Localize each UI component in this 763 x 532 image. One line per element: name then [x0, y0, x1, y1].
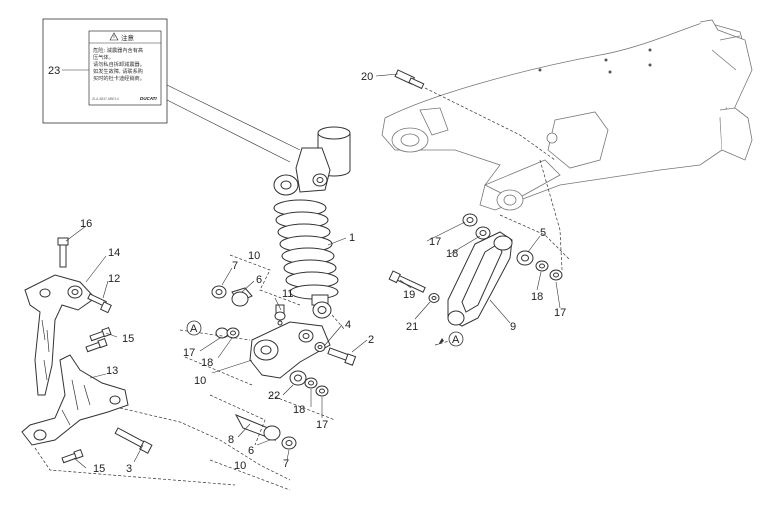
callout-1: 1	[349, 232, 355, 244]
rocker-linkage	[249, 320, 331, 379]
callout-18: 18	[446, 248, 458, 260]
callout-12: 12	[108, 273, 120, 285]
callout-18: 18	[201, 357, 213, 369]
callout-13: 13	[106, 365, 118, 377]
callout-18: 18	[531, 291, 543, 303]
warning-line: 如发生故障, 请联系购	[93, 67, 143, 75]
ref-marker-a-left: A	[186, 320, 202, 336]
callout-10: 10	[194, 375, 206, 387]
warning-label-sticker: 注意 危险: 減震器內含有高 压气体。 请勿私自拆卸減震器。 如发生故障, 请联…	[42, 18, 301, 163]
callout-17: 17	[429, 236, 441, 248]
callout-20: 20	[361, 71, 373, 83]
warning-line: 压气体。	[93, 53, 114, 61]
bushings-and-washers	[211, 285, 357, 450]
label-code: ZLA 4837-6BE14	[92, 97, 119, 101]
ref-letter: A	[452, 334, 460, 346]
ref-marker-a-right: A	[438, 331, 464, 347]
callout-3: 3	[126, 463, 132, 475]
warning-line: 买时的杜卡迪经销商。	[93, 74, 145, 82]
callout-9: 9	[510, 321, 516, 333]
left-brackets	[21, 237, 153, 464]
warning-title: 注意	[121, 33, 135, 42]
callout-22: 22	[268, 390, 280, 402]
callout-15: 15	[122, 333, 134, 345]
callout-17: 17	[316, 419, 328, 431]
callout-16: 16	[80, 218, 92, 230]
callout-14: 14	[108, 247, 120, 259]
callout-17: 17	[554, 307, 566, 319]
callout-6: 6	[256, 274, 262, 286]
callout-17: 17	[183, 347, 195, 359]
callout-4: 4	[345, 319, 351, 331]
ducati-logo: DUCATI	[140, 96, 157, 101]
callout-19: 19	[403, 289, 415, 301]
callout-10: 10	[234, 460, 246, 472]
callout-15: 15	[93, 463, 105, 475]
leader-lines	[65, 73, 561, 469]
shock-absorber	[273, 126, 351, 319]
callout-7: 7	[232, 260, 238, 272]
warning-line: 请勿私自拆卸減震器。	[93, 60, 145, 68]
callout-18: 18	[293, 404, 305, 416]
warning-triangle-icon	[109, 32, 119, 41]
callout-5: 5	[540, 227, 546, 239]
callout-2: 2	[368, 334, 374, 346]
dogbone-link	[388, 69, 563, 327]
callout-numbers: 1 2 3 4 5 6 6 7 7 8 9 10 10 10 11 12 13 …	[48, 65, 566, 475]
ref-letter: A	[190, 323, 198, 335]
swingarm-frame	[381, 19, 753, 211]
callout-11: 11	[282, 288, 293, 300]
callout-23: 23	[48, 65, 60, 77]
callout-7: 7	[283, 458, 289, 470]
shock-spring	[273, 199, 339, 300]
callout-6: 6	[248, 445, 254, 457]
callout-8: 8	[228, 434, 234, 446]
warning-line: 危险: 減震器內含有高	[93, 46, 143, 54]
callout-21: 21	[406, 321, 418, 333]
callout-10: 10	[248, 250, 260, 262]
assembly-guide-lines	[34, 87, 571, 491]
